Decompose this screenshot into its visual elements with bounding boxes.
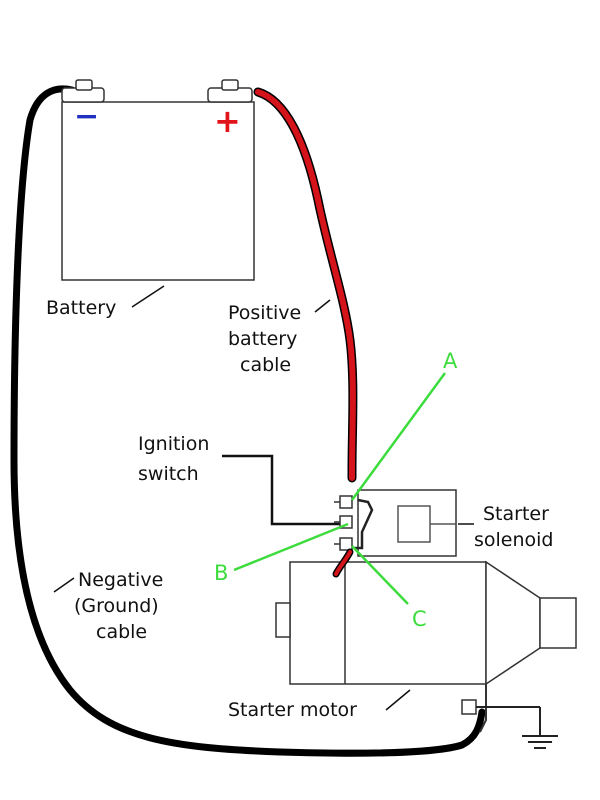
- negative-cable-label-line-2: (Ground): [74, 595, 159, 617]
- solenoid-to-motor-cable-core: [334, 550, 352, 576]
- ignition-switch-label-line-1: Ignition: [138, 433, 209, 455]
- pointer-a-line: [350, 372, 447, 501]
- battery-minus-sign: −: [74, 99, 99, 134]
- positive-cable-label-line-2: battery: [228, 328, 297, 350]
- battery-label: Battery: [46, 297, 116, 319]
- pointer-a-label: A: [443, 349, 458, 373]
- positive-cable-label-line-1: Positive: [228, 302, 301, 324]
- starter-solenoid-label-line-1: Starter: [483, 503, 549, 525]
- positive-cable-core: [255, 89, 356, 481]
- ignition-switch-wire: [222, 454, 345, 526]
- positive-cable-leader: [314, 299, 331, 313]
- ground-connection: [461, 684, 541, 736]
- battery-positive-terminal: [207, 79, 253, 103]
- pointer-c-line: [351, 545, 409, 605]
- ground-symbol-icon: [522, 735, 558, 749]
- starter-solenoid: [334, 489, 457, 557]
- positive-cable-label-line-3: cable: [240, 354, 291, 376]
- pointer-c-label: C: [412, 607, 427, 631]
- starter-motor-label: Starter motor: [228, 699, 357, 721]
- starter-motor-leader: [385, 689, 411, 711]
- negative-cable-label-line-3: cable: [96, 621, 147, 643]
- ignition-switch-label-line-2: switch: [138, 463, 199, 485]
- negative-cable-leader: [53, 577, 75, 593]
- negative-cable: [10, 85, 486, 757]
- battery-leader: [131, 285, 165, 308]
- negative-cable-label-line-1: Negative: [78, 569, 163, 591]
- pointer-b-label: B: [214, 561, 228, 585]
- battery-negative-terminal: [61, 79, 105, 103]
- starter-solenoid-label-line-2: solenoid: [474, 529, 554, 551]
- battery-plus-sign: +: [214, 102, 241, 140]
- pointer-b-line: [233, 522, 349, 572]
- battery-body: [61, 101, 255, 281]
